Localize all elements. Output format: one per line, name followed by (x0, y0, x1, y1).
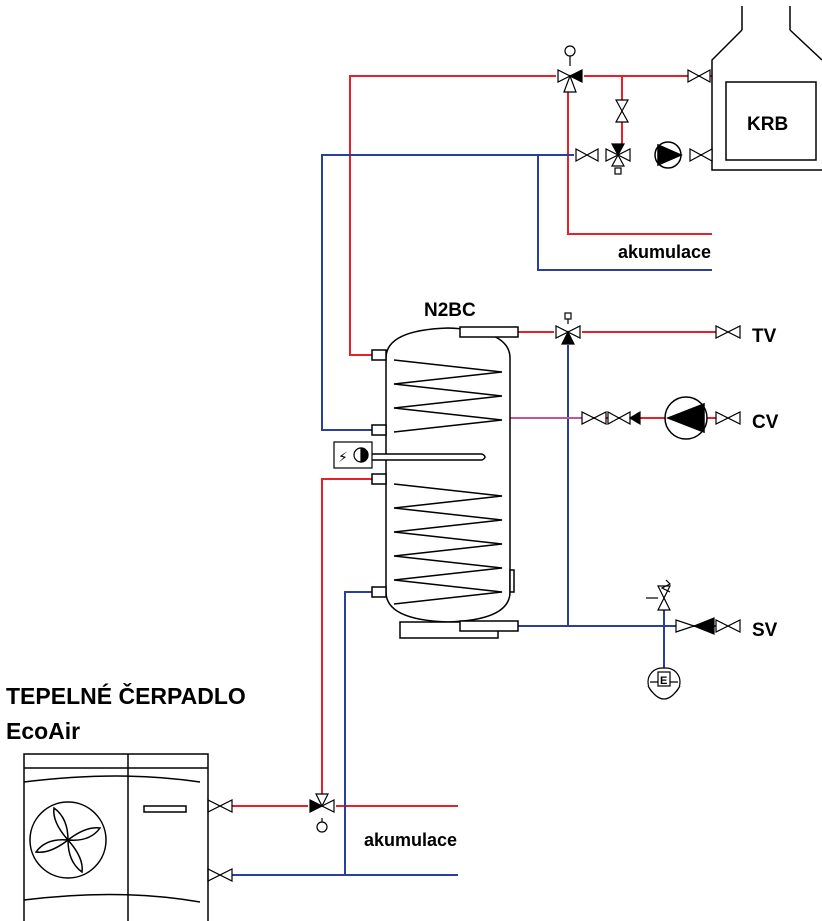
electric-heater: ⚡ (333, 441, 373, 469)
port-fireplace-return (371, 424, 387, 436)
heater-bolt-icon: ⚡ (338, 450, 348, 466)
tank-coil-lower (393, 483, 503, 605)
valve-hp-return-icon (207, 868, 233, 882)
pipe-akumulace-top-supply (567, 92, 712, 235)
port-cold-inlet (459, 620, 519, 632)
expansion-vessel-icon: E (647, 667, 681, 700)
check-valves (607, 410, 715, 635)
valve-krb-supply-icon (687, 68, 711, 84)
heat-pump-model: EcoAir (6, 718, 80, 744)
pump-fireplace-icon (654, 141, 683, 169)
tank-heating-rod (372, 453, 486, 461)
safety-valve-icon (646, 579, 672, 611)
mixing-valve-hp-icon (309, 793, 335, 833)
port-hp-return (371, 586, 387, 598)
fireplace-krb: KRB (711, 6, 822, 171)
fireplace-label: KRB (747, 114, 788, 135)
valve-cv-1-icon (581, 411, 607, 425)
mixing-valve-fireplace-icon (557, 45, 583, 93)
valve-krb-return-icon (689, 147, 713, 163)
heat-pump-title: TEPELNÉ ČERPADLO (6, 682, 246, 709)
tank-shell (385, 327, 511, 623)
pipe-fireplace-supply (349, 75, 556, 356)
port-tv-outlet (459, 326, 519, 338)
valve-bypass-icon (614, 99, 630, 123)
check-valve-cv-icon (607, 410, 631, 426)
port-hp-supply (371, 473, 387, 485)
hot-water-label: TV (752, 326, 777, 347)
port-fireplace-supply (371, 349, 387, 361)
heat-pump-unit (23, 753, 209, 921)
fan-icon (29, 801, 107, 879)
expansion-vessel-letter: E (660, 675, 667, 687)
pump-cv-icon (664, 396, 708, 440)
accumulation-top-label: akumulace (618, 242, 711, 262)
tank-model-label: N2BC (424, 300, 476, 321)
supply-pipes (232, 75, 716, 807)
tank-coil-upper (393, 359, 503, 433)
tank-side-port (509, 569, 515, 593)
valve-tv-icon (715, 325, 741, 339)
mixing-valve-tv-icon (555, 312, 581, 345)
tank-n2bc (371, 326, 519, 639)
pipe-hp-supply-up (321, 478, 372, 795)
heat-pump-body (23, 753, 209, 921)
pipe-akumulace-top-return (537, 155, 712, 271)
cold-water-label: SV (752, 620, 778, 641)
heating-circuit-label: CV (752, 412, 779, 433)
valve-cv-2-icon (715, 411, 741, 425)
valves (207, 68, 741, 882)
pipe-hp-return-up (344, 591, 372, 875)
valve-return-in-icon (575, 147, 599, 163)
fireplace-firebox (725, 81, 817, 161)
check-valve-sv-icon (675, 619, 696, 633)
accumulation-bottom-label: akumulace (364, 830, 457, 850)
mixing-valve-return-icon (605, 143, 631, 175)
valve-sv-icon (715, 619, 741, 633)
pipe-fireplace-return (321, 154, 574, 431)
valve-hp-supply-icon (207, 799, 233, 813)
